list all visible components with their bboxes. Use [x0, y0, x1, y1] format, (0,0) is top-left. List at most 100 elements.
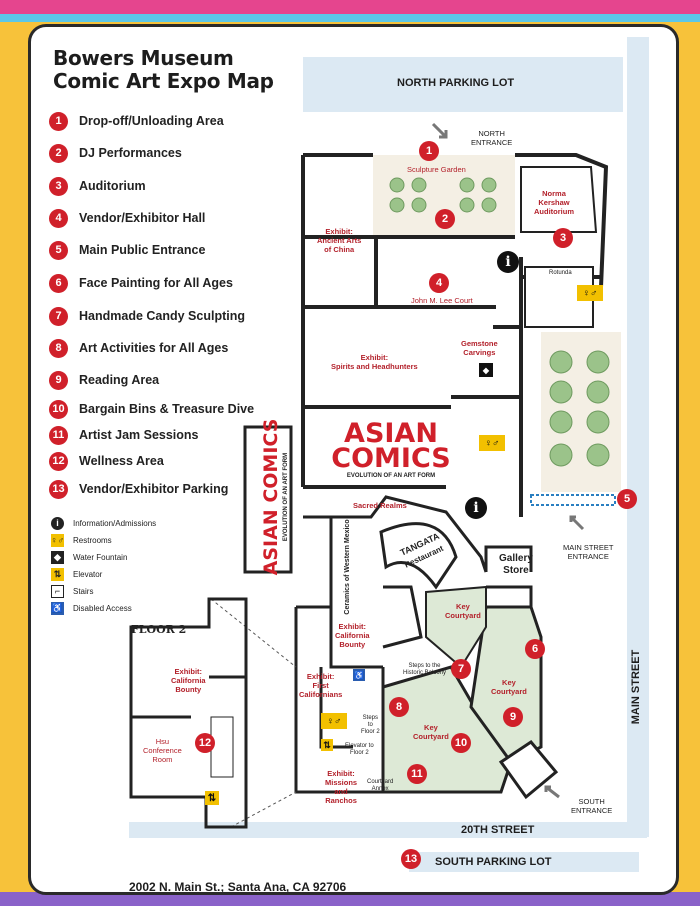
label-line: Spirits and Headhunters [331, 362, 418, 371]
symbol-label: Disabled Access [73, 603, 132, 613]
title-line-2: Comic Art Expo Map [53, 69, 274, 93]
map-marker-3: 3 [553, 228, 573, 248]
restrooms-icon: ♀♂ [577, 285, 603, 301]
key-courtyard-east [469, 605, 543, 764]
label-line: SOUTH [578, 797, 605, 806]
asian-comics-subtitle: EVOLUTION OF AN ART FORM [347, 473, 435, 479]
asian-comics-title-1: ASIAN [344, 418, 438, 449]
label-line: Gallery [499, 553, 533, 564]
palm-trees [549, 350, 610, 467]
elevator-icon: ⇅ [51, 567, 64, 581]
information-icon: i [465, 497, 487, 519]
label-line: Room [152, 755, 173, 764]
disabled-access-icon: ♿ [51, 601, 64, 615]
label-line: Missions [325, 778, 358, 787]
legend-label: Wellness Area [79, 454, 164, 468]
south-entrance-structure [498, 740, 559, 800]
label-line: California [335, 631, 370, 640]
rotunda-label: Rotunda [549, 270, 572, 276]
twentieth-street-road [129, 822, 647, 838]
legend-number: 2 [49, 143, 68, 163]
map-marker-1: 1 [419, 141, 439, 161]
legend-label: Auditorium [79, 179, 146, 193]
symbol-water-fountain: ◆ Water Fountain [51, 550, 127, 564]
legend-label: Face Painting for All Ages [79, 276, 233, 290]
label-line: Store [503, 565, 529, 576]
floor2-plan [129, 597, 248, 829]
floor2-label: FLOOR 2 [131, 623, 187, 636]
legend-label: DJ Performances [79, 146, 182, 160]
elevator-icon: ⇅ [321, 739, 333, 751]
floor-plan: ASIAN COMICS EVOLUTION OF AN ART FORM AS… [129, 37, 649, 872]
map-marker-4: 4 [429, 273, 449, 293]
legend-number: 10 [49, 399, 68, 419]
label-line: NORTH [478, 129, 505, 138]
label-line: Carvings [463, 348, 496, 357]
symbol-information: i Information/Admissions [51, 516, 156, 530]
legend-number: 5 [49, 240, 68, 260]
legend-label: Main Public Entrance [79, 243, 206, 257]
label-line: Exhibit: [174, 667, 203, 676]
label-line: Elevator to [345, 743, 374, 749]
legend-number: 4 [49, 208, 68, 228]
background-stripe-purple [0, 892, 700, 906]
water-fountain-icon: ◆ [51, 550, 64, 564]
label-line: Key [424, 723, 438, 732]
stairs-icon: ⌐ [51, 584, 64, 598]
key-courtyard-north [425, 585, 487, 669]
legend-label: Handmade Candy Sculpting [79, 309, 245, 323]
legend-item-5: 5 Main Public Entrance [49, 240, 205, 260]
map-marker-7: 7 [451, 659, 471, 679]
label-line: Steps [362, 715, 379, 721]
label-line: Norma [542, 189, 566, 198]
legend-number: 13 [49, 479, 68, 499]
label-line: Courtyard [367, 779, 394, 785]
asian-comics-wall [243, 425, 293, 574]
restrooms-icon: ♀♂ [321, 713, 347, 729]
label-line: Bounty [339, 640, 366, 649]
sculpture-garden-label: Sculpture Garden [407, 165, 466, 174]
legend-number: 1 [49, 111, 68, 131]
tangata-restaurant [379, 522, 458, 590]
label-line: First [312, 681, 329, 690]
map-marker-6: 6 [525, 639, 545, 659]
information-icon: i [497, 251, 519, 273]
label-line: Floor 2 [350, 750, 369, 756]
label-line: Annex [371, 786, 389, 792]
label-line: Courtyard [413, 732, 449, 741]
title-line-1: Bowers Museum [53, 46, 234, 70]
label-line: ENTRANCE [471, 138, 513, 147]
label-line: Courtyard [445, 611, 481, 620]
elevator-icon: ⇅ [205, 791, 219, 805]
symbol-label: Water Fountain [73, 552, 128, 562]
ceramics-label: Ceramics of Western Mexico [344, 519, 351, 614]
symbol-stairs: ⌐ Stairs [51, 584, 93, 598]
legend-item-2: 2 DJ Performances [49, 143, 182, 163]
label-line: Californians [299, 690, 343, 699]
legend-label: Vendor/Exhibitor Parking [79, 482, 229, 496]
label-line: Exhibit: [338, 622, 367, 631]
label-line: Ranchos [325, 796, 357, 805]
auditorium-room [520, 166, 598, 233]
map-marker-13: 13 [401, 849, 421, 869]
label-line: Auditorium [534, 207, 574, 216]
label-line: Ancient Arts [317, 236, 362, 245]
disabled-access-icon: ♿ [353, 669, 365, 681]
label-line: Gemstone [461, 339, 498, 348]
spirits-label: Exhibit:Spirits and Headhunters [331, 353, 418, 371]
label-line: Key [502, 678, 516, 687]
